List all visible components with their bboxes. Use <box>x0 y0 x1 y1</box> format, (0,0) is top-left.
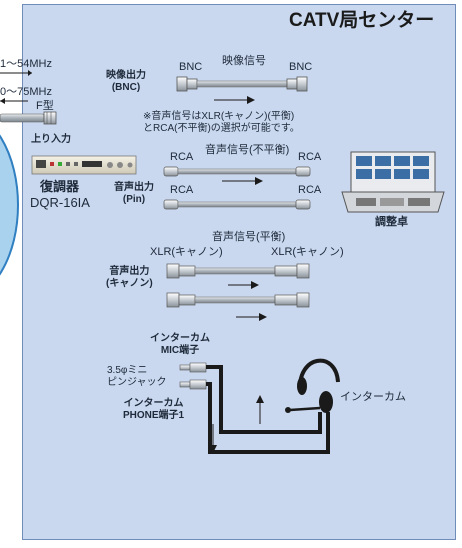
demodulator-device <box>31 155 137 175</box>
f-type-label: F型 <box>36 100 54 112</box>
intercom-mic-terminal-label: インターカム MIC端子 <box>150 333 210 356</box>
subscriber-bubble <box>0 134 19 276</box>
xlr-output-label: 音声出力 (キャノン) <box>106 266 153 289</box>
mini-jack-plugs <box>179 362 207 390</box>
f-connector <box>43 111 57 125</box>
coax-cable <box>0 113 45 123</box>
video-output-label: 映像出力 (BNC) <box>106 70 146 93</box>
xlr-cable-bottom <box>166 292 310 308</box>
rca-bottom-left-label: RCA <box>170 184 194 196</box>
console-device <box>341 151 445 213</box>
bnc-cable <box>176 76 308 92</box>
downlink-frequency: 0〜75MHz <box>0 86 52 98</box>
headset-icon <box>285 358 340 413</box>
xlr-left-label: XLR(キャノン) <box>150 246 223 258</box>
bnc-left-label: BNC <box>179 61 203 73</box>
rca-cable-bottom <box>163 199 311 210</box>
uplink-input-label: 上り入力 <box>31 134 71 145</box>
rca-signal-label: 音声信号(不平衡) <box>205 144 290 156</box>
rca-bottom-right-label: RCA <box>298 184 322 196</box>
demodulator-name: 復調器 <box>40 179 80 194</box>
rca-top-left-label: RCA <box>170 151 194 163</box>
rca-top-right-label: RCA <box>298 151 322 163</box>
intercom-mic-cable <box>206 365 322 434</box>
video-signal-label: 映像信号 <box>222 55 266 67</box>
headset-label: インターカム <box>340 391 406 403</box>
xlr-signal-label: 音声信号(平衡) <box>212 231 286 243</box>
demodulator-model: DQR-16IA <box>30 195 90 210</box>
bnc-right-label: BNC <box>289 61 313 73</box>
xlr-cable-top <box>166 263 310 279</box>
rca-output-label: 音声出力 (Pin) <box>114 182 154 205</box>
audio-selection-note: ※音声信号はXLR(キャノン)(平衡) とRCA(不平衡)の選択が可能です。 <box>143 111 300 134</box>
uplink-frequency: 1〜54MHz <box>0 58 52 70</box>
page-title: CATV局センター <box>289 10 435 31</box>
rca-cable-top <box>163 166 311 177</box>
mini-jack-label: 3.5φミニ ピンジャック <box>107 365 167 388</box>
console-label: 調整卓 <box>375 216 408 228</box>
intercom-phone-cable <box>206 382 330 454</box>
intercom-phone-terminal-label: インターカム PHONE端子1 <box>123 398 185 421</box>
xlr-right-label: XLR(キャノン) <box>271 246 344 258</box>
